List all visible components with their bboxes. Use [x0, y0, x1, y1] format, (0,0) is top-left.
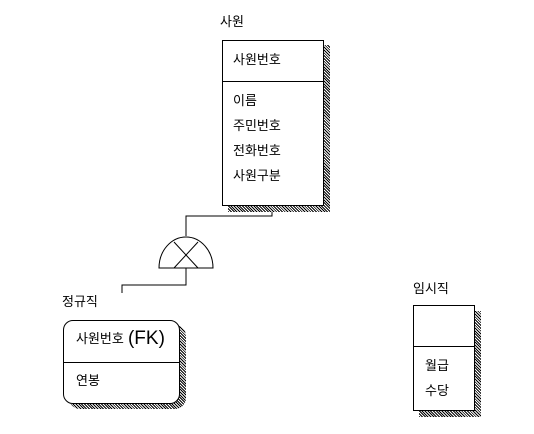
subtype-connector-line — [121, 268, 187, 293]
temporary-key-divider — [414, 346, 474, 347]
employee-attribute: 사원구분 — [233, 169, 281, 184]
temporary-attribute: 수당 — [425, 384, 449, 399]
regular-key-name: 사원번호 — [76, 332, 124, 347]
subtype-discriminator-symbol — [158, 236, 214, 269]
temporary-attribute: 월급 — [425, 359, 449, 374]
temporary-entity-title: 임시직 — [413, 282, 449, 297]
regular-entity[interactable]: 사원번호 (FK) 연봉 — [63, 320, 180, 404]
employee-attribute: 이름 — [233, 94, 257, 109]
regular-key-attribute: 사원번호 (FK) — [76, 328, 165, 349]
employee-entity[interactable]: 사원번호 이름 주민번호 전화번호 사원구분 — [222, 40, 324, 206]
employee-attribute: 전화번호 — [233, 144, 281, 159]
regular-attribute: 연봉 — [76, 374, 100, 389]
employee-entity-title: 사원 — [220, 15, 244, 30]
subtype-symbol-cross-b — [173, 241, 199, 269]
regular-key-divider — [64, 362, 179, 363]
temporary-entity[interactable]: 월급 수당 — [413, 305, 475, 411]
employee-attribute: 주민번호 — [233, 119, 281, 134]
regular-entity-title: 정규직 — [62, 295, 98, 310]
employee-key-attribute: 사원번호 — [233, 53, 281, 68]
employee-key-divider — [223, 81, 323, 82]
foreign-key-marker: (FK) — [127, 328, 165, 349]
